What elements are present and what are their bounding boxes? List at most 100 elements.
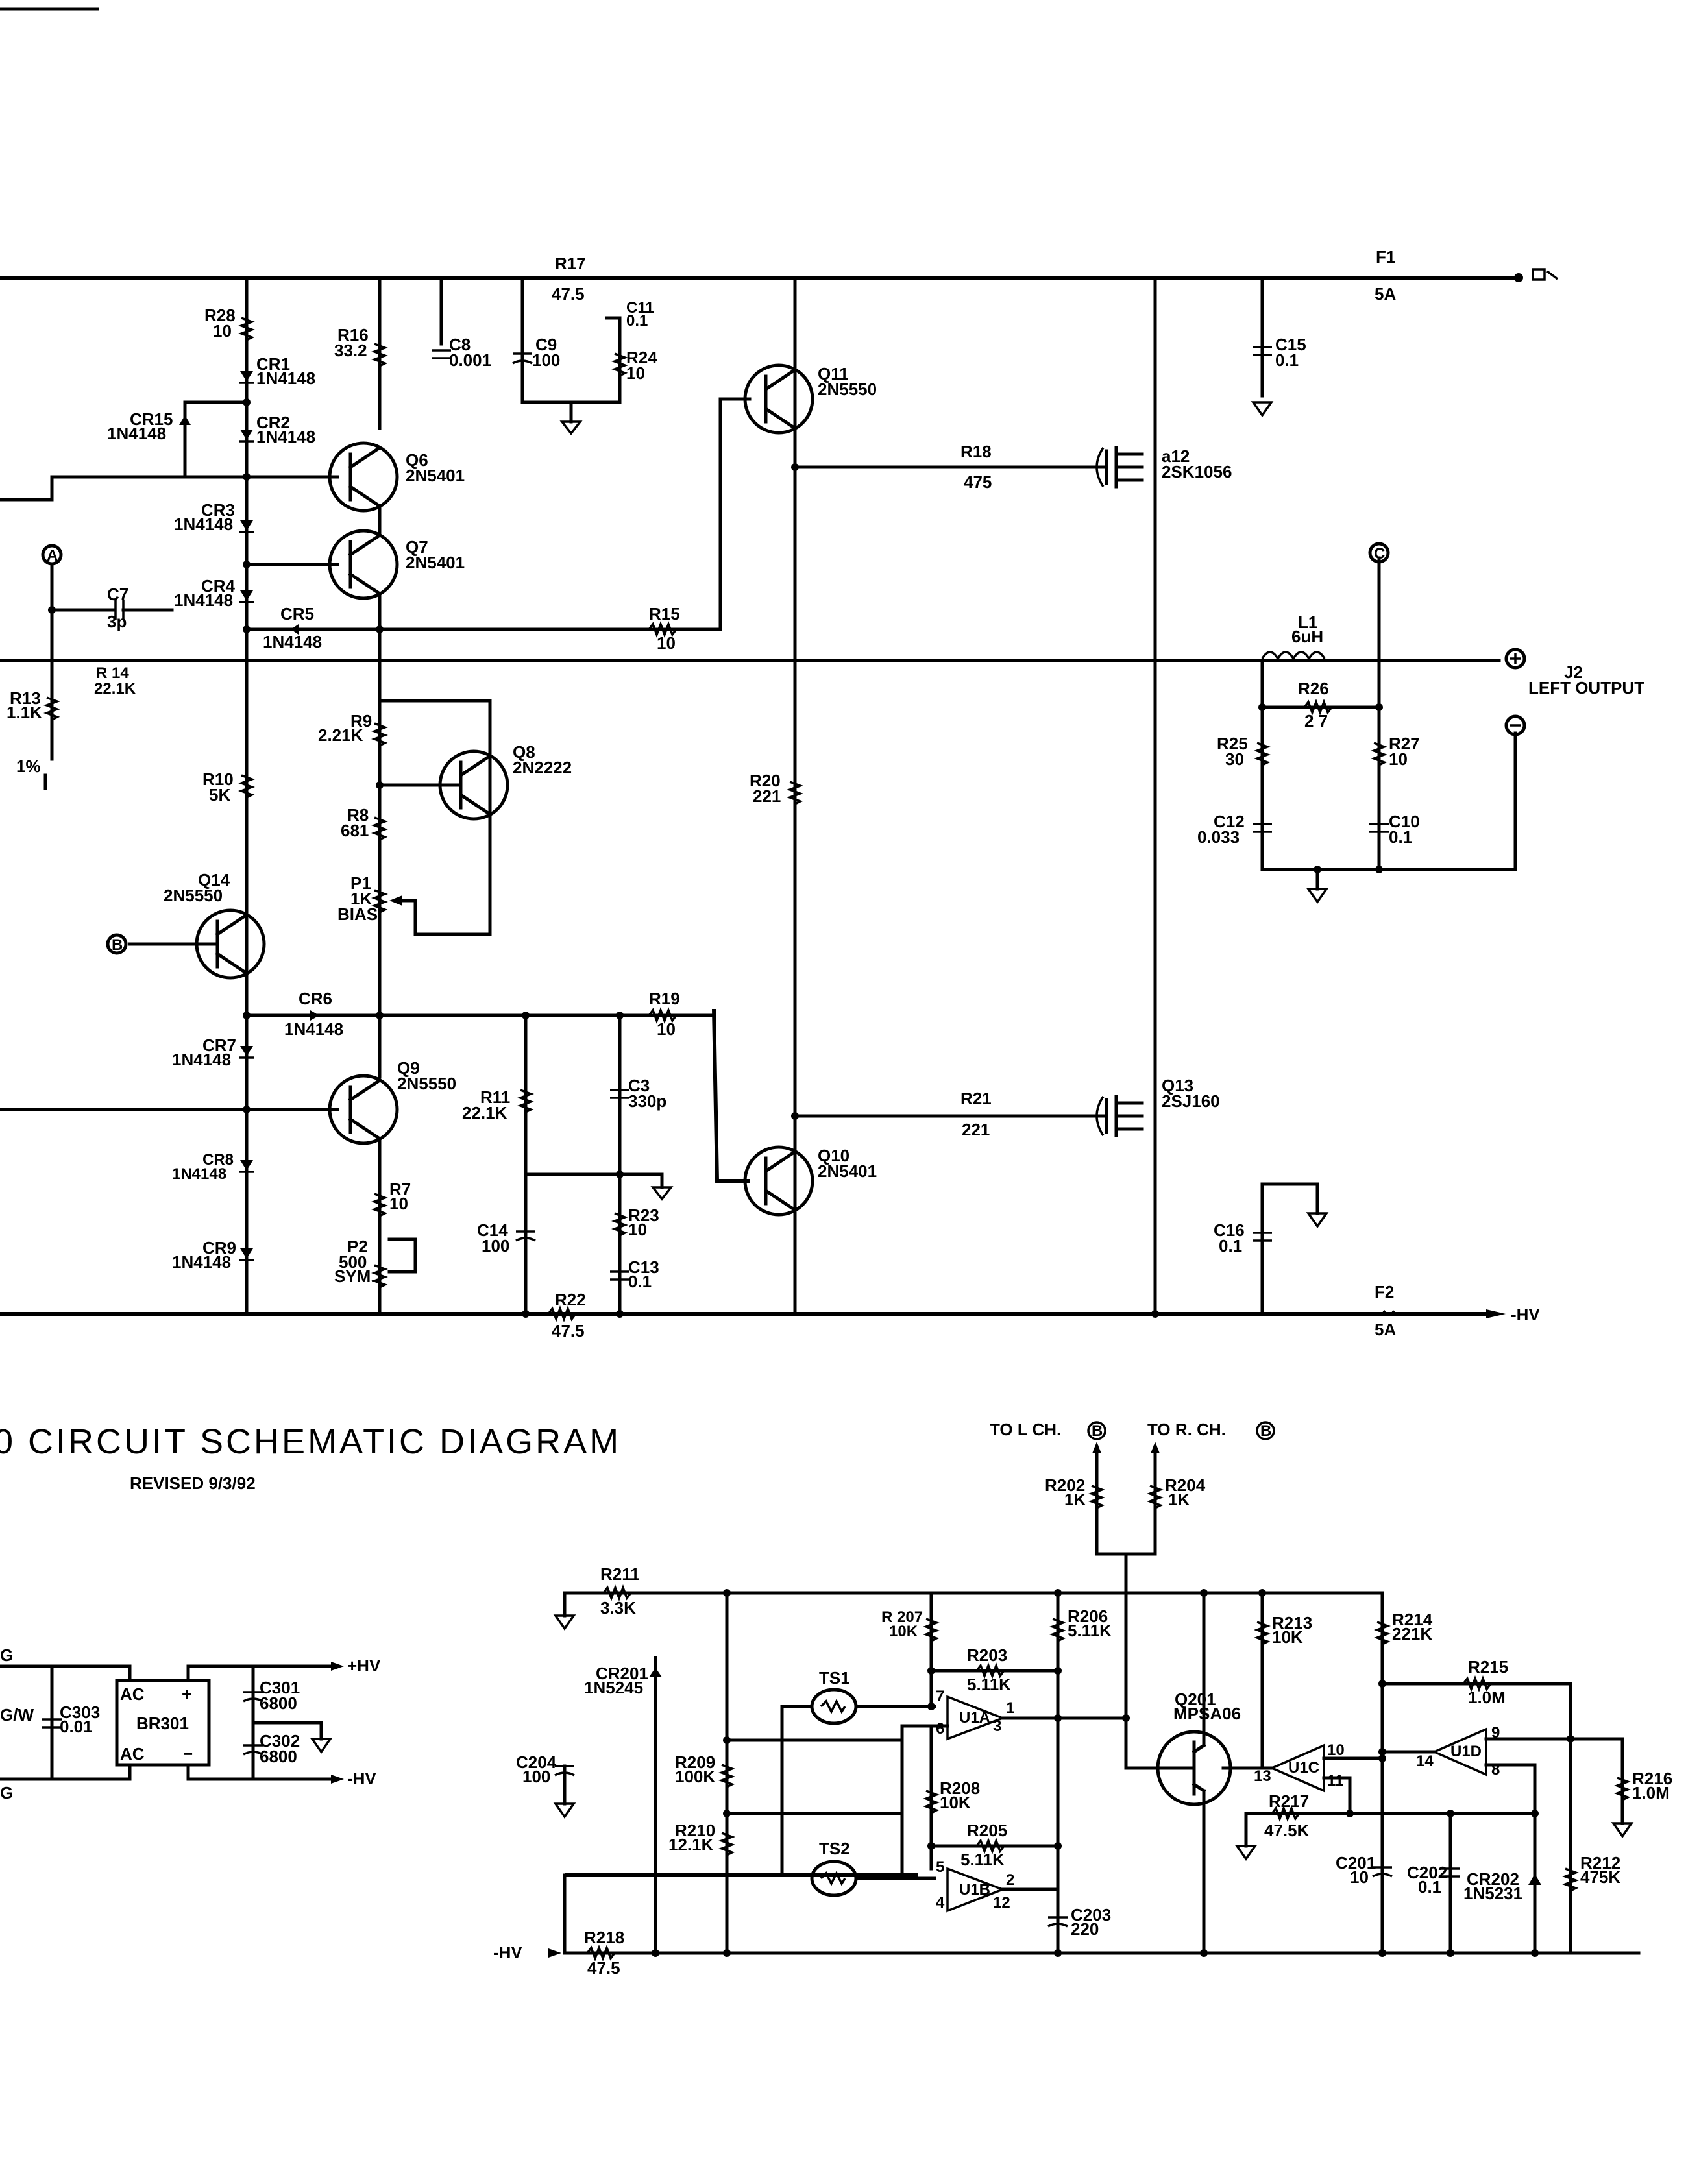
pin-5: 5 bbox=[936, 1858, 944, 1876]
label-g-bot: G bbox=[0, 1783, 13, 1802]
pin-numbers: 7 6 1 3 5 4 2 12 13 10 11 14 9 8 bbox=[936, 1688, 1500, 1911]
label-f1: F1 bbox=[1376, 247, 1395, 267]
protection-circuit-schematic bbox=[548, 1442, 1641, 1961]
label-r217: R217 bbox=[1269, 1791, 1309, 1811]
schematic-title: 0 CIRCUIT SCHEMATIC DIAGRAM bbox=[0, 1422, 621, 1461]
label-r21: R21 bbox=[960, 1089, 992, 1108]
label-u1b: U1B bbox=[959, 1881, 990, 1899]
label-r218: R218 bbox=[584, 1928, 624, 1947]
label-r26: R26 bbox=[1298, 679, 1329, 698]
label-r218-val: 47.5 bbox=[587, 1958, 620, 1978]
label-u1a: U1A bbox=[959, 1709, 990, 1727]
label-r26-val: 2 7 bbox=[1304, 711, 1328, 731]
label-r203-val: 5.11K bbox=[967, 1675, 1011, 1694]
label-to-r: TO R. CH. bbox=[1147, 1420, 1226, 1439]
label-ac-bot: AC bbox=[120, 1744, 145, 1764]
label-to-r-node: B bbox=[1260, 1422, 1271, 1440]
power-supply-schematic bbox=[0, 1662, 344, 1784]
pin-7: 7 bbox=[936, 1688, 944, 1705]
label-r15-val: 10 bbox=[657, 633, 676, 653]
pin-6: 6 bbox=[936, 1720, 944, 1738]
label-r217-val: 47.5K bbox=[1264, 1821, 1310, 1840]
label-f2-val: 5A bbox=[1375, 1320, 1396, 1339]
label-minus: − bbox=[183, 1744, 193, 1764]
label-r205: R205 bbox=[967, 1821, 1007, 1840]
pin-9: 9 bbox=[1491, 1724, 1500, 1741]
label-r18-val: 475 bbox=[964, 472, 992, 492]
node-a: A bbox=[47, 547, 58, 564]
label-r17-val: 47.5 bbox=[552, 284, 585, 304]
label-ps-hv-pos: +HV bbox=[347, 1656, 381, 1675]
pin-10: 10 bbox=[1327, 1741, 1345, 1759]
pin-4: 4 bbox=[936, 1894, 945, 1911]
label-r22: R22 bbox=[555, 1290, 586, 1309]
pin-13: 13 bbox=[1254, 1767, 1271, 1785]
label-cr6: CR6 bbox=[299, 989, 332, 1008]
label-cr5-val: 1N4148 bbox=[263, 632, 322, 651]
label-to-l: TO L CH. bbox=[990, 1420, 1061, 1439]
connector-icon bbox=[1532, 268, 1559, 281]
label-r21-val: 221 bbox=[962, 1120, 990, 1139]
pin-2: 2 bbox=[1006, 1871, 1014, 1889]
pin-14: 14 bbox=[1416, 1753, 1434, 1770]
label-r22-val: 47.5 bbox=[552, 1321, 585, 1341]
label-r17: R17 bbox=[555, 254, 586, 273]
revised-date: REVISED 9/3/92 bbox=[130, 1474, 256, 1493]
label-r19: R19 bbox=[649, 989, 680, 1008]
label-f2: F2 bbox=[1375, 1282, 1394, 1302]
label-r215: R215 bbox=[1468, 1657, 1508, 1677]
label-ps-hv-neg: -HV bbox=[347, 1769, 376, 1788]
label-r205-val: 5.11K bbox=[960, 1850, 1005, 1869]
label-r211-val: 3.3K bbox=[600, 1598, 636, 1618]
label-cr6-val: 1N4148 bbox=[284, 1019, 343, 1039]
